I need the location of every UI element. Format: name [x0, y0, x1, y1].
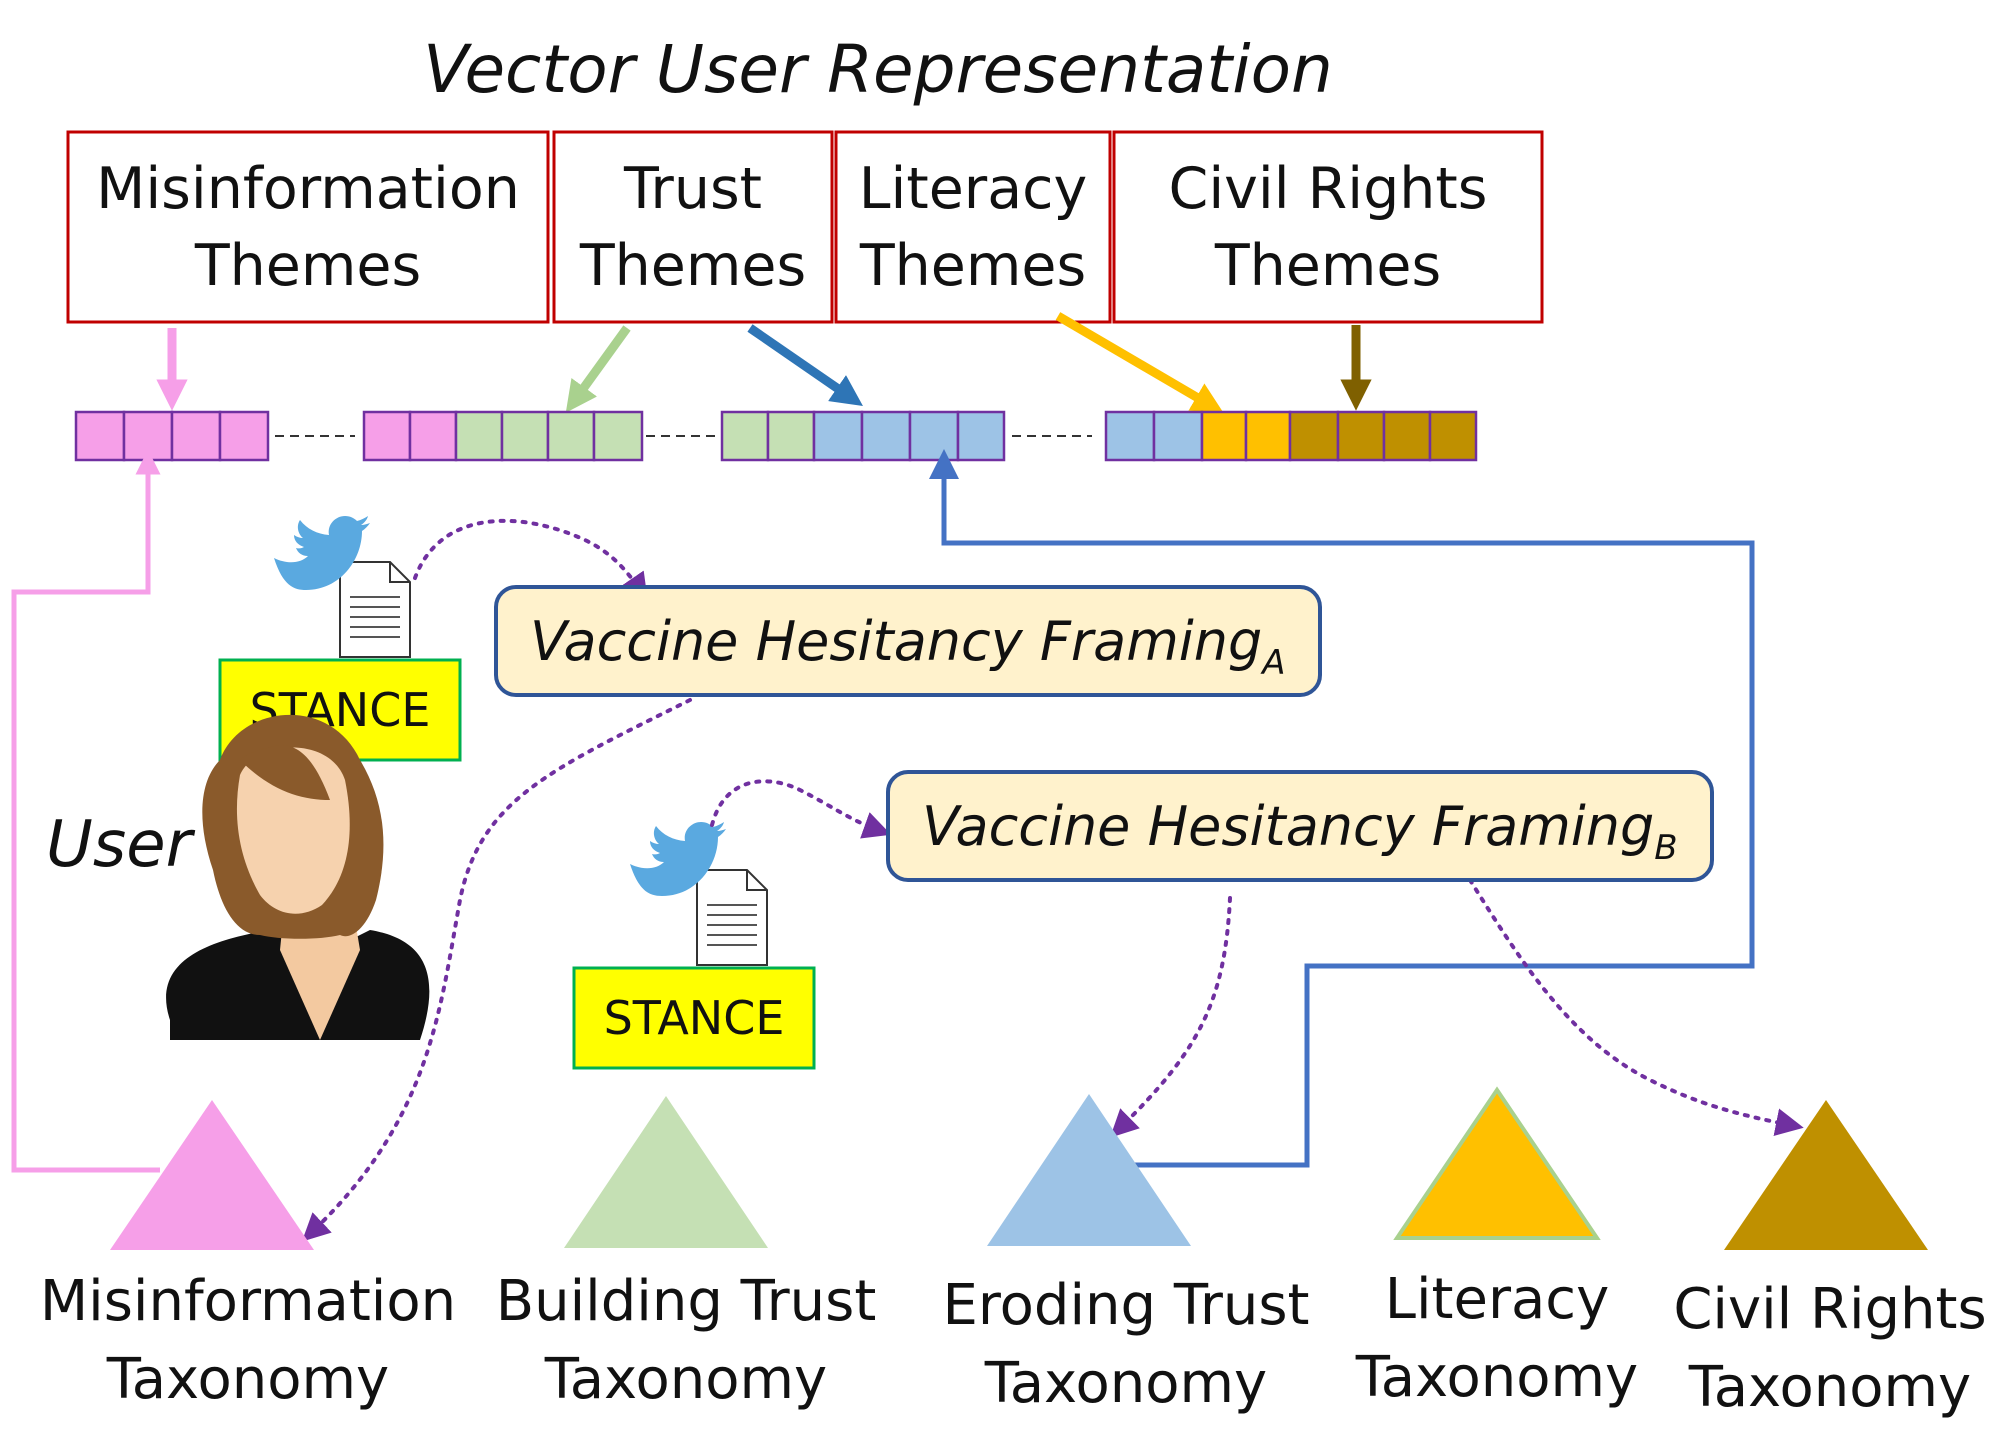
civil-rights-taxonomy-triangle: [1724, 1100, 1928, 1250]
theme-label-line2: Themes: [194, 233, 421, 299]
stance-label: STANCE: [604, 991, 785, 1045]
taxonomy-label-line1: Civil Rights: [1673, 1277, 1986, 1342]
taxonomy-label-misinformation: Misinformation Taxonomy: [40, 1269, 456, 1412]
literacy-theme-arrow: [1055, 312, 1224, 413]
taxonomy-label-line1: Misinformation: [40, 1269, 456, 1334]
taxonomy-label-line2: Taxonomy: [106, 1347, 389, 1412]
tweet-b: [630, 822, 768, 966]
framing-subscript: B: [1654, 828, 1677, 868]
document-icon: [696, 869, 768, 966]
theme-box-literacy: Literacy Themes: [834, 130, 1112, 324]
taxonomy-label-line1: Eroding Trust: [942, 1273, 1309, 1338]
framing-b-to-civil-rights-arrow: [1468, 878, 1804, 1136]
framing-a-to-misinformation-arrow: [301, 698, 692, 1242]
diagram-title: Vector User Representation: [423, 31, 1333, 108]
theme-label-line2: Themes: [1214, 233, 1441, 299]
vector-segment-2: [362, 410, 644, 462]
theme-label-line1: Trust: [623, 156, 762, 222]
theme-label-line2: Themes: [579, 233, 806, 299]
eroding-trust-taxonomy-triangle: [987, 1094, 1191, 1246]
taxonomy-label-line1: Building Trust: [496, 1269, 877, 1334]
vector-segment-1: [74, 410, 270, 462]
framing-subscript: A: [1260, 643, 1285, 683]
tweet-a: [274, 516, 411, 658]
theme-box-misinformation: Misinformation Themes: [66, 130, 550, 324]
tweet-to-framing-b-arrow: [710, 779, 892, 839]
theme-label-line1: Literacy: [859, 156, 1087, 222]
framing-label: Vaccine Hesitancy FramingB: [922, 795, 1678, 868]
document-icon: [339, 561, 411, 658]
taxonomy-label-civil-rights: Civil Rights Taxonomy: [1673, 1277, 1986, 1420]
theme-box-civil-rights: Civil Rights Themes: [1112, 130, 1544, 324]
literacy-taxonomy-triangle: [1393, 1086, 1601, 1240]
taxonomy-label-eroding-trust: Eroding Trust Taxonomy: [942, 1273, 1309, 1416]
vector-segment-3: [720, 410, 1006, 462]
misinformation-taxonomy-triangle: [110, 1100, 314, 1250]
framing-text: Vaccine Hesitancy Framing: [530, 610, 1262, 673]
tweet-to-framing-a-arrow: [413, 518, 648, 602]
taxonomy-label-line2: Taxonomy: [984, 1351, 1267, 1416]
taxonomy-label-line2: Taxonomy: [544, 1347, 827, 1412]
framing-text: Vaccine Hesitancy Framing: [922, 795, 1654, 858]
building-trust-taxonomy-triangle: [564, 1096, 768, 1248]
framing-box-a: Vaccine Hesitancy FramingA: [494, 585, 1322, 697]
user-label: User: [46, 808, 196, 882]
misinformation-mapping-line: [11, 449, 161, 1173]
framing-box-b: Vaccine Hesitancy FramingB: [886, 770, 1714, 882]
taxonomy-label-line2: Taxonomy: [1688, 1355, 1971, 1420]
theme-label-line1: Misinformation: [96, 156, 520, 222]
trust-theme-arrow-green: [565, 325, 631, 413]
stance-box-b: STANCE: [572, 966, 816, 1070]
theme-box-trust: Trust Themes: [552, 130, 834, 324]
taxonomy-label-building-trust: Building Trust Taxonomy: [496, 1269, 877, 1412]
taxonomy-label-literacy: Literacy Taxonomy: [1355, 1267, 1638, 1410]
vector-segment-4: [1104, 410, 1478, 462]
trust-theme-arrow-blue: [747, 324, 863, 406]
theme-label-line1: Civil Rights: [1169, 156, 1488, 222]
theme-label-line2: Themes: [859, 233, 1086, 299]
eroding-trust-mapping-line: [929, 449, 1755, 1168]
user-avatar-icon: [166, 714, 430, 1040]
framing-b-to-eroding-trust-arrow: [1109, 896, 1232, 1138]
taxonomy-label-line1: Literacy: [1385, 1267, 1609, 1332]
framing-label: Vaccine Hesitancy FramingA: [530, 610, 1286, 683]
taxonomy-label-line2: Taxonomy: [1355, 1345, 1638, 1410]
